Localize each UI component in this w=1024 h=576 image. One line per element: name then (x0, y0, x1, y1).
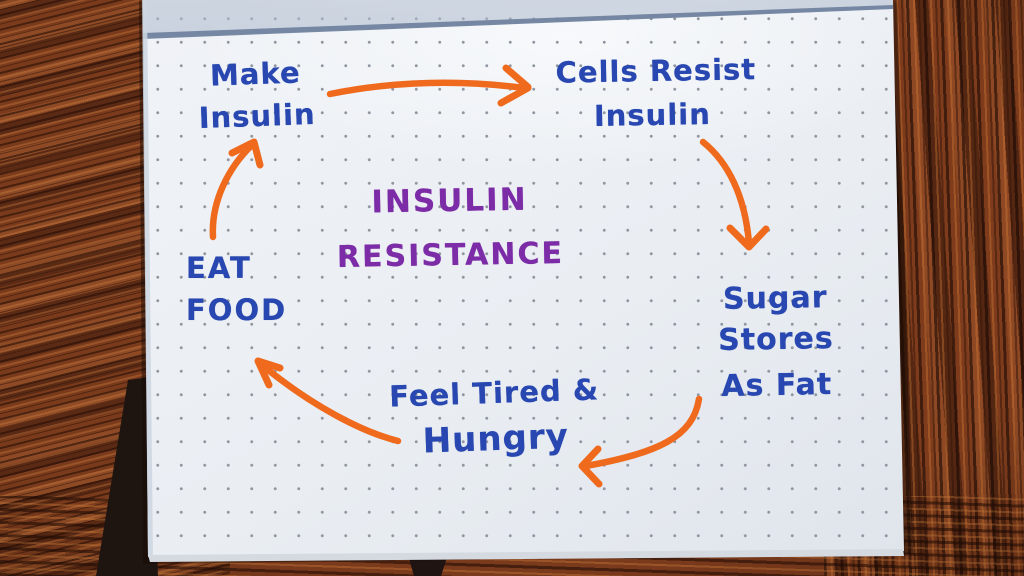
node-cells-resist-line-2: Insulin (593, 96, 712, 134)
node-sugar-stores-as-fat: Sugar Stores As Fat (705, 280, 847, 404)
diagram-title-line-1: INSULIN (371, 181, 528, 221)
node-feel-tired-hungry: Feel Tired & Hungry (369, 372, 622, 461)
node-make-insulin-line-1: Make (209, 55, 302, 93)
node-make-insulin-line-2: Insulin (198, 96, 317, 136)
diagram-title: INSULIN RESISTANCE (324, 181, 575, 275)
node-eat-food-line-1: EAT (186, 251, 252, 285)
node-eat-food: EAT FOOD (186, 251, 288, 327)
node-cells-resist-line-1: Cells Resist (555, 52, 757, 90)
diagram-title-line-2: RESISTANCE (336, 236, 565, 275)
node-make-insulin: Make Insulin (197, 55, 317, 136)
node-tired-line-1: Feel Tired & (388, 372, 600, 414)
node-cells-resist-insulin: Cells Resist Insulin (555, 52, 757, 134)
node-sugar-line-2: Stores (717, 320, 835, 359)
node-sugar-line-1: Sugar (722, 280, 828, 317)
node-sugar-line-3: As Fat (721, 367, 833, 404)
node-eat-food-line-2: FOOD (186, 293, 288, 327)
